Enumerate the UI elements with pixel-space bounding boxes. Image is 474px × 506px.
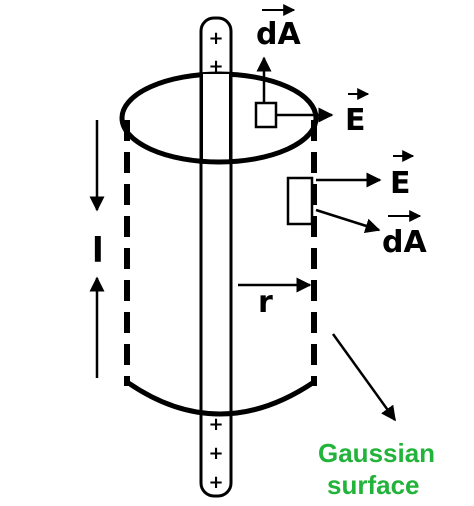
label-dA-side: dA — [382, 225, 427, 260]
label-dA-top: dA — [256, 17, 301, 52]
area-element-top — [254, 101, 278, 129]
cylinder-bottom-arc — [125, 379, 316, 417]
label-length: l — [92, 231, 104, 271]
label-dA-side-group: dA — [382, 210, 427, 260]
label-gaussian-line2: surface — [327, 470, 420, 500]
area-element-side — [286, 176, 314, 226]
charged-rod — [199, 16, 233, 498]
label-E-side-group: E — [390, 150, 415, 201]
gaussian-pointer-arrow — [331, 333, 397, 422]
charge-plus: + — [208, 414, 223, 435]
label-E-side: E — [390, 166, 411, 201]
charge-plus: + — [208, 28, 223, 49]
rod-occlude-top — [202, 74, 230, 114]
rod-charges-top: + + — [208, 28, 223, 77]
charge-plus: + — [208, 472, 223, 493]
label-dA-top-group: dA — [256, 4, 301, 52]
rod-body — [199, 16, 233, 498]
charge-plus: + — [208, 56, 223, 77]
label-E-top-group: E — [345, 88, 370, 138]
rod-charges-bottom: + + + — [208, 414, 223, 493]
charge-plus: + — [208, 443, 223, 464]
label-E-top: E — [345, 103, 366, 138]
label-radius: r — [258, 285, 273, 320]
label-gaussian-line1: Gaussian — [318, 438, 435, 468]
dA-side-arrow — [315, 208, 381, 234]
